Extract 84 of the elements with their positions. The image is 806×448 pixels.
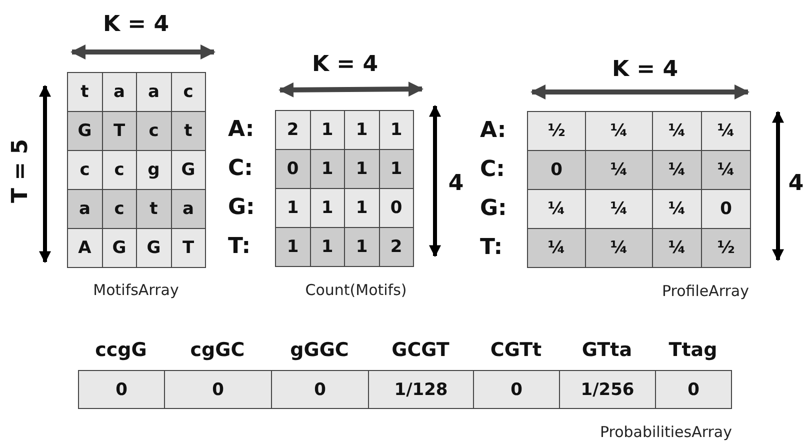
table-cell: G [170, 150, 206, 190]
table-cell: c [170, 72, 206, 112]
row-label: A: [480, 117, 508, 145]
table-cell: ¼ [527, 228, 586, 268]
table-cell: ¼ [652, 189, 702, 229]
table-cell: 1 [344, 110, 380, 150]
row-label: C: [480, 156, 506, 184]
table-cell: 1 [275, 188, 310, 228]
table-cell: c [102, 150, 137, 190]
table-cell: 1 [344, 149, 380, 189]
table-cell: 0 [378, 188, 414, 228]
table-cell: ¼ [585, 228, 653, 268]
array-caption: MotifsArray [92, 280, 180, 301]
table-cell: ¼ [585, 111, 653, 151]
table-cell: 0 [527, 150, 586, 190]
table-cell: 2 [378, 227, 414, 267]
table-cell: ¼ [652, 228, 702, 268]
table-cell: ¼ [701, 150, 751, 190]
row-label: A: [228, 116, 256, 144]
column-header: Ttag [668, 338, 718, 363]
row-label: T: [228, 233, 252, 261]
table-cell: 1/256 [559, 370, 656, 409]
array-caption: ProfileArray [660, 281, 749, 302]
table-cell: 1 [378, 110, 414, 150]
table-cell: 0 [473, 370, 560, 409]
row-label: G: [480, 195, 508, 223]
table-cell: c [67, 150, 102, 190]
table-cell: G [67, 111, 102, 151]
column-header: GCGT [390, 338, 450, 363]
table-cell: 0 [701, 189, 751, 229]
dimension-label: T = 5 [6, 138, 34, 206]
table-cell: 1/128 [368, 370, 474, 409]
table-cell: ¼ [585, 150, 653, 190]
table-cell: ¼ [701, 111, 751, 151]
column-header: gGGC [289, 338, 350, 363]
table-cell: a [170, 189, 206, 229]
table-cell: ¼ [652, 150, 702, 190]
table-cell: 1 [310, 110, 345, 150]
column-header: CGTt [489, 338, 543, 363]
table-cell: 1 [310, 188, 345, 228]
row-label: G: [228, 194, 256, 222]
table-cell: a [102, 72, 137, 112]
table-cell: A [67, 228, 102, 268]
dimension-label: K = 4 [310, 50, 380, 78]
table-cell: ¼ [652, 111, 702, 151]
table-cell: t [170, 111, 206, 151]
table-cell: ¼ [585, 189, 653, 229]
column-header: cgGC [189, 338, 246, 363]
table-cell: 1 [344, 227, 380, 267]
table-cell: 0 [271, 370, 369, 409]
dimension-label: K = 4 [610, 56, 680, 84]
table-cell: 1 [275, 227, 310, 267]
table-cell: g [136, 150, 172, 190]
table-cell: a [136, 72, 172, 112]
table-cell: 1 [378, 149, 414, 189]
table-cell: 0 [275, 149, 310, 189]
array-caption: ProbabilitiesArray [598, 422, 732, 443]
table-cell: 1 [310, 149, 345, 189]
table-cell: c [102, 189, 137, 229]
column-header: GTta [580, 338, 634, 363]
table-cell: ¼ [527, 189, 586, 229]
dimension-label: K = 4 [102, 10, 170, 38]
table-cell: 1 [344, 188, 380, 228]
table-cell: t [136, 189, 172, 229]
table-cell: c [136, 111, 172, 151]
row-label: T: [480, 234, 504, 262]
array-caption: Count(Motifs) [304, 280, 408, 301]
table-cell: t [67, 72, 102, 112]
row-label: C: [228, 155, 254, 183]
table-cell: T [170, 228, 206, 268]
table-cell: ½ [527, 111, 586, 151]
table-cell: 0 [164, 370, 272, 409]
table-cell: T [102, 111, 137, 151]
table-cell: 0 [78, 370, 165, 409]
table-cell: 0 [655, 370, 732, 409]
table-cell: 1 [310, 227, 345, 267]
table-cell: G [102, 228, 137, 268]
dimension-label: 4 [787, 170, 805, 198]
table-cell: ½ [701, 228, 751, 268]
column-header: ccgG [94, 338, 148, 363]
table-cell: 2 [275, 110, 310, 150]
table-cell: a [67, 189, 102, 229]
dimension-label: 4 [447, 170, 465, 198]
table-cell: G [136, 228, 172, 268]
